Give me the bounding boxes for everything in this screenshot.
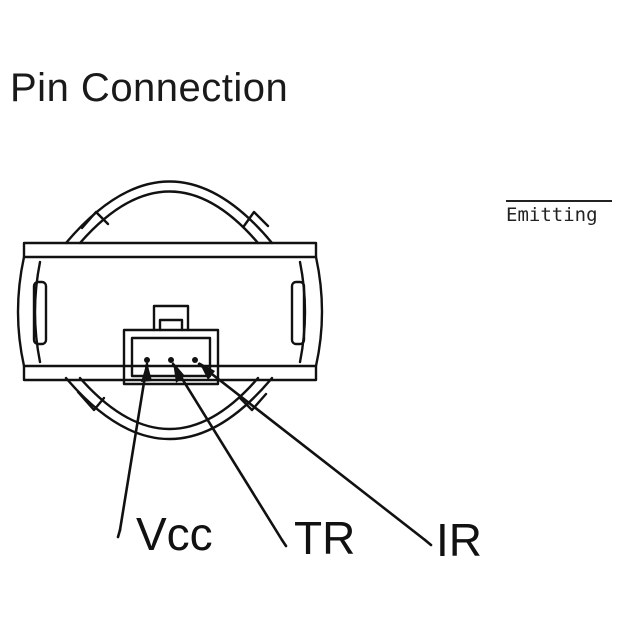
emitting-label: Emitting [506, 200, 612, 226]
connector-latch [152, 304, 190, 332]
connector-housing-outer [122, 328, 220, 386]
pin-label-tr: TR [294, 512, 355, 564]
body-tab-bottom-right [238, 392, 268, 412]
body-tab-top-right [242, 210, 270, 228]
pin-ir-dot [192, 357, 198, 363]
leader-line-ir [197, 362, 427, 542]
leader-line-vcc [118, 362, 149, 532]
sensor-body-lower-arc-inner [78, 376, 260, 431]
flange-right-slot [290, 280, 306, 346]
connector-housing-inner [130, 336, 212, 378]
body-tab-bottom-left [76, 390, 106, 412]
flange-left-inner [33, 260, 42, 364]
flange-bottom-bar [22, 364, 318, 382]
flange-left-wall [16, 255, 26, 368]
leader-line-tr [171, 362, 284, 542]
flange-top-bar [22, 241, 318, 259]
page-title: Pin Connection [10, 66, 289, 110]
pin-tr-dot [168, 357, 174, 363]
connector-latch-inner [158, 318, 184, 332]
flange-right-wall [314, 255, 324, 368]
body-tab-top-left [80, 210, 110, 230]
arrow-head-tr [173, 362, 185, 383]
flange-left-slot [32, 280, 48, 346]
leader-tick-tr [280, 538, 288, 548]
pin-vcc-dot [144, 357, 150, 363]
pin-label-ir: IR [436, 514, 482, 566]
leader-tick-vcc [116, 528, 122, 539]
arrow-head-vcc [141, 362, 152, 382]
pin-label-vcc: Vcc [136, 508, 213, 560]
leader-tick-ir [423, 538, 433, 547]
arrow-head-ir [199, 362, 215, 380]
sensor-body-upper-arc-inner [78, 190, 260, 245]
